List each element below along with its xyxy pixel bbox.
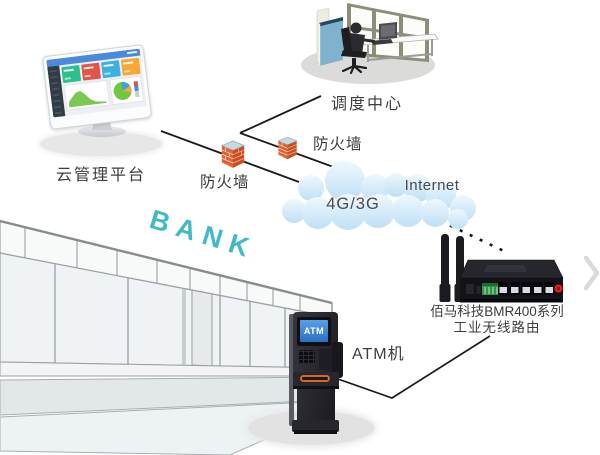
firewall-right-label: 防火墙 [313,136,363,153]
dashboard-screen [46,48,147,118]
kpi-card-orange [120,57,141,76]
atm-receipt-panel [319,349,332,370]
dispatch-center-illustration [301,3,439,84]
atm-cash-slot [300,375,330,382]
link-dispatch-junction [239,95,322,134]
router-label-line2: 工业无线路由 [453,320,541,335]
atm-keypad [298,350,315,364]
cloud-internet-label: Internet [404,177,460,194]
carousel-next-icon[interactable] [583,255,600,291]
monitor-stand-base [78,126,126,137]
atm-pedestal [297,389,335,422]
area-chart-panel [63,79,111,111]
firewall-right-icon [277,136,298,160]
stacked-bar [133,80,140,98]
cloud-platform-node [36,44,172,166]
pie-chart-panel [108,75,145,106]
dispatch-center-label: 调度中心 [331,96,404,113]
atm-screen: ATM [300,320,328,342]
bank-building-illustration [0,219,333,455]
wireless-router-icon [439,234,564,303]
area-chart [67,85,107,107]
atm-foot [292,420,339,432]
atm-label: ATM机 [352,346,405,363]
kpi-card-red [81,62,101,81]
atm-right-module [332,342,343,378]
router-label-line1: 佰马科技BMR400系列 [430,304,564,319]
internet-cloud-icon [282,161,476,230]
kpi-card-green [61,65,82,84]
cloud-platform-label: 云管理平台 [56,167,147,184]
atm-shelf-edge [293,386,339,389]
pie-chart [112,80,134,101]
atm-machine-node: ATM [240,298,405,455]
atm-foot-base [294,430,337,434]
cloud-network-label: 4G/3G [326,195,380,213]
monitor-frame [41,44,153,130]
kpi-card-blue [101,60,121,79]
atm-side-highlight [289,314,294,426]
link-atm-router [337,335,491,399]
firewall-left-icon [220,140,246,168]
dashboard-content [59,55,147,116]
firewall-left-label: 防火墙 [200,174,250,191]
